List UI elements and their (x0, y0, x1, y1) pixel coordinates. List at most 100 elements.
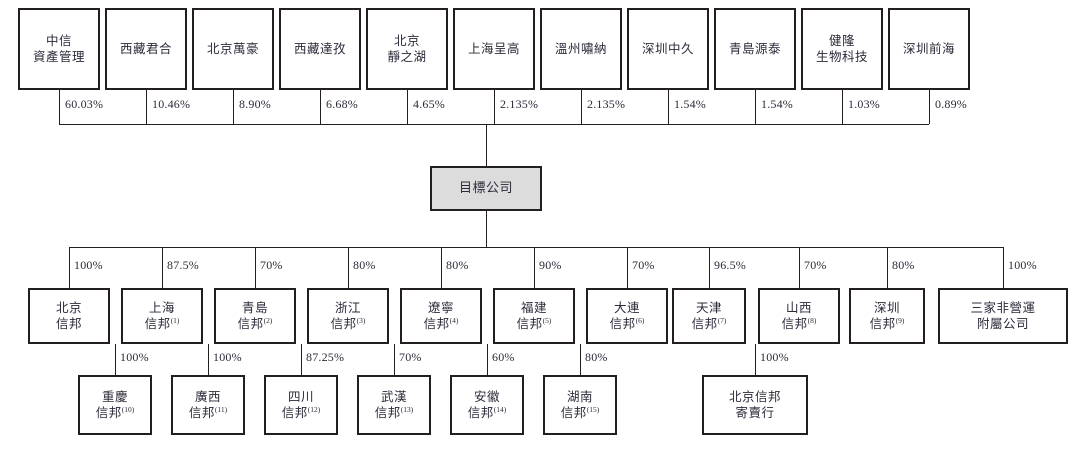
shareholder-connector-line (407, 90, 408, 124)
sub-subsidiary-box[interactable]: 廣西信邦(11) (171, 375, 245, 435)
shareholder-connector-line (668, 90, 669, 124)
ownership-percentage: 2.135% (500, 97, 539, 111)
footnote-marker: (3) (356, 315, 366, 325)
box-label-line1: 上海呈高 (467, 42, 520, 56)
shareholder-connector-line (929, 90, 930, 124)
ownership-percentage: 10.46% (152, 97, 191, 111)
subsidiary-box[interactable]: 山西信邦(8) (758, 288, 840, 344)
box-label-line1: 青島源泰 (728, 42, 781, 56)
ownership-percentage: 70% (632, 258, 655, 272)
subsidiary-connector-line (887, 247, 888, 288)
footnote-marker: (4) (449, 315, 459, 325)
shareholder-connector-line (233, 90, 234, 124)
subsidiary-box[interactable]: 青島信邦(2) (214, 288, 296, 344)
shareholder-box[interactable]: 深圳中久 (627, 8, 709, 90)
footnote-marker: (15) (586, 404, 600, 414)
box-label-line2: 附屬公司 (976, 317, 1029, 331)
subsidiary-box[interactable]: 天津信邦(7) (672, 288, 746, 344)
footnote-marker: (7) (717, 315, 727, 325)
shareholder-box[interactable]: 上海呈高 (453, 8, 535, 90)
box-label-line2: 信邦(8) (781, 315, 817, 332)
ownership-percentage: 100% (74, 258, 103, 272)
subsidiary-box[interactable]: 北京信邦 (28, 288, 110, 344)
footnote-marker: (1) (170, 315, 180, 325)
ownership-percentage: 1.54% (674, 97, 706, 111)
shareholder-bus-line (59, 124, 929, 125)
sub-subsidiary-box[interactable]: 重慶信邦(10) (78, 375, 152, 435)
footnote-marker: (14) (493, 404, 507, 414)
box-label-line2: 信邦(13) (374, 404, 414, 421)
box-label-line1: 福建 (520, 300, 547, 315)
sub-subsidiary-box[interactable]: 武漢信邦(13) (357, 375, 431, 435)
box-label-line1: 廣西 (194, 389, 221, 404)
footnote-marker: (5) (542, 315, 552, 325)
sub-subsidiary-box[interactable]: 安徽信邦(14) (450, 375, 524, 435)
box-label-line2: 信邦(15) (560, 404, 600, 421)
box-label-line2: 信邦(14) (467, 404, 507, 421)
box-label-line2: 信邦(10) (95, 404, 135, 421)
box-label-line1: 武漢 (380, 389, 407, 404)
footnote-marker: (11) (214, 404, 228, 414)
box-label-line1: 大連 (613, 300, 640, 315)
target-company-down-stem (486, 211, 487, 247)
box-label-line1: 上海 (148, 300, 175, 315)
subsidiary-box[interactable]: 浙江信邦(3) (307, 288, 389, 344)
shareholder-box[interactable]: 西藏達孜 (279, 8, 361, 90)
ownership-percentage: 100% (120, 350, 149, 364)
box-label-line2: 寄賣行 (735, 406, 775, 420)
ownership-percentage: 87.5% (167, 258, 199, 272)
box-label-line2: 信邦(1) (144, 315, 180, 332)
subsidiary-connector-line (348, 247, 349, 288)
ownership-percentage: 70% (399, 350, 422, 364)
sub-subsidiary-box[interactable]: 湖南信邦(15) (543, 375, 617, 435)
subsidiary-box[interactable]: 上海信邦(1) (121, 288, 203, 344)
box-label-line2: 信邦(3) (330, 315, 366, 332)
ownership-percentage: 96.5% (714, 258, 746, 272)
sub-subsidiary-box[interactable]: 四川信邦(12) (264, 375, 338, 435)
ownership-percentage: 100% (1008, 258, 1037, 272)
shareholder-box[interactable]: 青島源泰 (714, 8, 796, 90)
box-label-line1: 中信 (45, 34, 72, 48)
ownership-percentage: 80% (892, 258, 915, 272)
shareholder-box[interactable]: 溫州嘯納 (540, 8, 622, 90)
shareholder-box[interactable]: 中信資產管理 (18, 8, 100, 90)
subsidiary-box[interactable]: 福建信邦(5) (493, 288, 575, 344)
box-label-line1: 天津 (695, 300, 722, 315)
box-label-line1: 青島 (241, 300, 268, 315)
shareholder-connector-line (581, 90, 582, 124)
shareholder-connector-line (320, 90, 321, 124)
box-label-line1: 遼寧 (427, 300, 454, 315)
target-company-stem (486, 124, 487, 166)
box-label-line1: 北京萬豪 (206, 42, 259, 56)
shareholder-box[interactable]: 深圳前海 (888, 8, 970, 90)
box-label-line1: 山西 (785, 300, 812, 315)
ownership-percentage: 8.90% (239, 97, 271, 111)
subsidiary-connector-line (255, 247, 256, 288)
sub-subsidiary-box[interactable]: 北京信邦寄賣行 (702, 375, 808, 435)
box-label-line1: 西藏君合 (119, 42, 172, 56)
shareholder-connector-line (146, 90, 147, 124)
footnote-marker: (2) (263, 315, 273, 325)
box-label-line2: 信邦(11) (188, 404, 228, 421)
ownership-percentage: 60% (492, 350, 515, 364)
box-label-line2: 信邦(4) (423, 315, 459, 332)
subsidiary-box[interactable]: 遼寧信邦(4) (400, 288, 482, 344)
shareholder-box[interactable]: 北京靜之湖 (366, 8, 448, 90)
shareholder-box[interactable]: 北京萬豪 (192, 8, 274, 90)
box-label-line2: 靜之湖 (387, 50, 427, 64)
box-label-line1: 西藏達孜 (293, 42, 346, 56)
box-label-line2: 信邦(2) (237, 315, 273, 332)
target-company-box[interactable]: 目標公司 (430, 166, 542, 211)
footnote-marker: (13) (400, 404, 414, 414)
subsidiary-box[interactable]: 大連信邦(6) (586, 288, 668, 344)
subsidiary-box[interactable]: 深圳信邦(9) (849, 288, 925, 344)
subsidiary-bus-line (69, 247, 1003, 248)
ownership-percentage: 1.54% (761, 97, 793, 111)
shareholder-box[interactable]: 西藏君合 (105, 8, 187, 90)
box-label-line2: 信邦 (55, 317, 82, 331)
box-label-line1: 北京 (393, 34, 420, 48)
sub-subsidiary-connector-line (394, 344, 395, 375)
subsidiary-box[interactable]: 三家非營運附屬公司 (938, 288, 1068, 344)
shareholder-box[interactable]: 健隆生物科技 (801, 8, 883, 90)
